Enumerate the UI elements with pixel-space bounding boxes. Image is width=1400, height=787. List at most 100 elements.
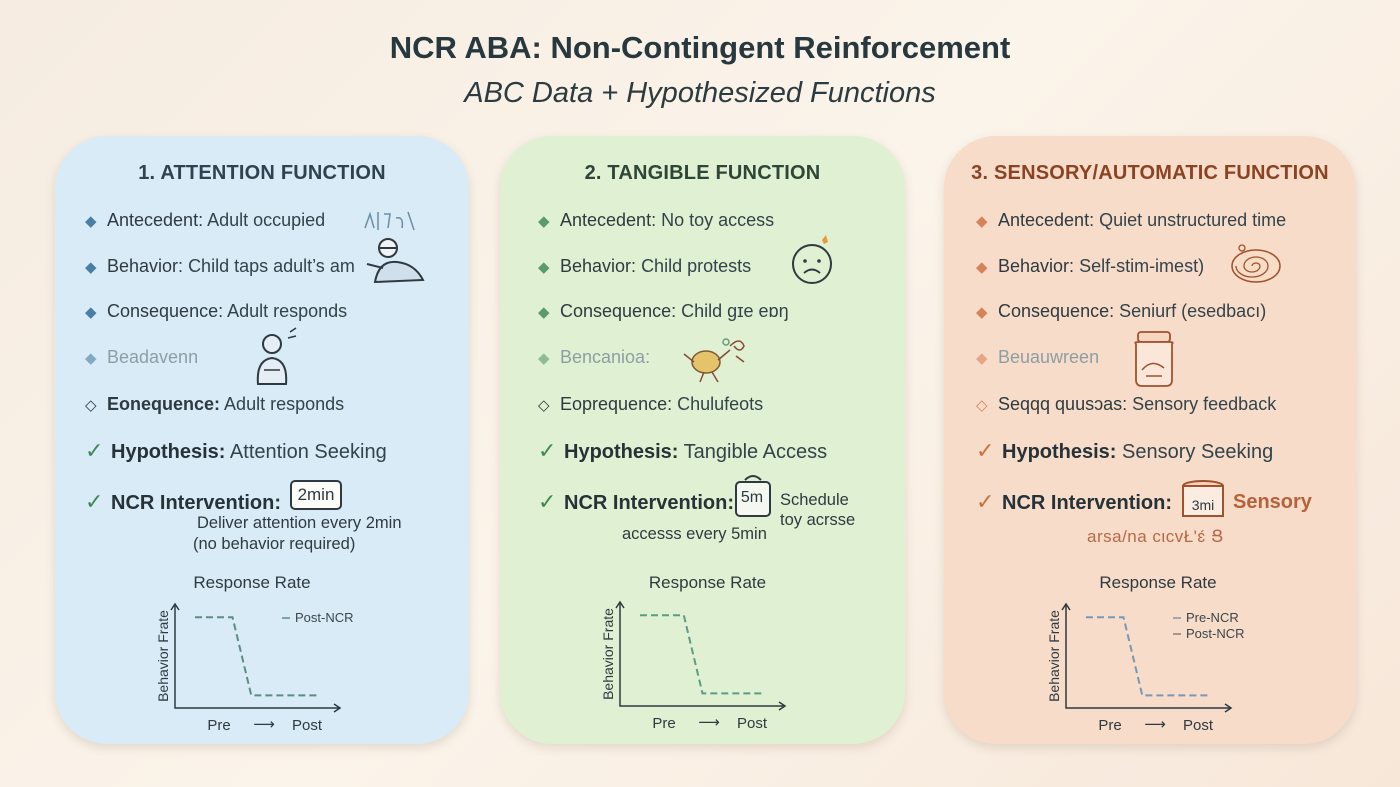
diamond-bullet-icon: ◆ — [538, 304, 550, 321]
repeat-consequence-row: ◇Eoprequence: Chulufeots — [538, 394, 764, 414]
antecedent-row: ◆Antecedent: Quiet unstructured time — [976, 210, 1287, 230]
x-axis-arrow — [333, 703, 342, 713]
sensory-function-card: 3. SENSORY/AUTOMATIC FUNCTION ◆Anteceden… — [944, 136, 1356, 744]
legend-entry: Post-NCR — [1186, 626, 1245, 641]
ncr-description-3: accesss every 5min — [622, 525, 767, 543]
repeat-consequence-row: ◇Seqqq quusɔas: Sensory feedback — [976, 394, 1277, 414]
repeat-consequence-row: ◇Eonequence: Adult responds — [85, 394, 345, 414]
sensory-label: Sensory — [1233, 491, 1312, 513]
faded-row: ◆Bencanioa: — [538, 347, 651, 367]
behavior-row: ◆Behavior: Child protests — [538, 256, 752, 276]
chart-title: Response Rate — [648, 573, 767, 592]
clipboard-icon — [364, 211, 415, 231]
diamond-bullet-icon: ◆ — [85, 304, 97, 321]
y-axis-label: Behavior Frate — [1046, 610, 1062, 702]
behavior-row: ◆Behavior: Child taps adult’s am — [85, 256, 355, 276]
x-axis-label-post: Post — [737, 715, 768, 732]
diamond-bullet-icon: ◆ — [85, 213, 97, 230]
drum-timer-icon — [1182, 480, 1224, 517]
diamond-bullet-icon: ◆ — [538, 259, 550, 276]
hollow-diamond-bullet-icon: ◇ — [538, 397, 550, 414]
x-axis-label-post: Post — [1183, 717, 1214, 734]
y-axis-arrow — [615, 600, 625, 609]
toy-scribble-icon — [683, 338, 745, 383]
x-axis-label-post: Post — [292, 717, 323, 734]
page-title: NCR ABA: Non-Contingent Reinforcement — [389, 30, 1011, 65]
hollow-diamond-bullet-icon: ◇ — [976, 397, 988, 414]
checkmark-icon: ✓ — [976, 489, 995, 514]
checkmark-icon: ✓ — [976, 438, 995, 463]
checkmark-icon: ✓ — [538, 438, 557, 463]
chart-axes — [1065, 604, 1231, 709]
swirl-icon — [1231, 244, 1281, 283]
diamond-bullet-icon: ◆ — [976, 350, 988, 367]
y-axis-label: Behavior Frate — [600, 608, 616, 700]
y-axis-label: Behavior Frate — [155, 610, 171, 702]
x-axis-arrow-label: ⟶ — [1144, 716, 1166, 733]
ncr-intervention-row: ✓NCR Intervention: — [976, 489, 1172, 514]
x-axis-arrow — [1224, 703, 1233, 713]
series-line — [640, 614, 765, 695]
consequence-row: ◆Consequence: Adult responds — [85, 301, 348, 321]
consequence-row: ◆Consequence: Child gɪe eɒŋ — [538, 301, 789, 321]
jar-icon — [1134, 331, 1174, 387]
hypothesis-row: ✓Hypothesis: Attention Seeking — [85, 438, 387, 463]
diamond-bullet-icon: ◆ — [976, 213, 988, 230]
antecedent-row: ◆Antecedent: Adult occupied — [85, 210, 326, 230]
chart-title: Response Rate — [193, 573, 311, 592]
checkmark-icon: ✓ — [85, 489, 104, 514]
chart-axes — [619, 602, 785, 707]
ncr-description-2: toy acrsse — [780, 511, 856, 529]
adult-at-desk-icon — [366, 238, 425, 284]
hypothesis-row: ✓Hypothesis: Sensory Seeking — [976, 438, 1274, 463]
timer-badge: 3mi — [1191, 497, 1215, 513]
diamond-bullet-icon: ◆ — [538, 350, 550, 367]
card-heading: 1. ATTENTION FUNCTION — [138, 162, 386, 184]
timer-badge: 5m — [740, 489, 764, 506]
ncr-intervention-row: ✓NCR Intervention: — [85, 489, 281, 514]
ncr-description: arsa/na cιcvŁ'ɛ́ Ց — [1087, 527, 1225, 546]
x-axis-label-pre: Pre — [1098, 717, 1121, 734]
ncr-intervention-row: ✓NCR Intervention: — [538, 489, 734, 514]
ncr-description-note: (no behavior required) — [193, 535, 356, 553]
checkmark-icon: ✓ — [538, 489, 557, 514]
antecedent-row: ◆Antecedent: No toy access — [538, 210, 775, 230]
ncr-description: Schedule — [780, 491, 849, 509]
legend-entry: Pre-NCR — [1186, 610, 1239, 625]
legend-entry: Post-NCR — [295, 610, 354, 625]
diamond-bullet-icon: ◆ — [85, 350, 97, 367]
x-axis-arrow — [778, 701, 787, 711]
card-heading: 3. SENSORY/AUTOMATIC FUNCTION — [971, 162, 1329, 184]
hollow-diamond-bullet-icon: ◇ — [85, 397, 97, 414]
tangible-function-card: 2. TANGIBLE FUNCTION ◆Antecedent: No toy… — [500, 136, 905, 744]
page-subtitle: ABC Data + Hypothesized Functions — [464, 77, 936, 109]
chart-title: Response Rate — [1099, 573, 1217, 592]
checkmark-icon: ✓ — [85, 438, 104, 463]
faded-row: ◆Beuauwreen — [976, 347, 1100, 367]
x-axis-label-pre: Pre — [652, 715, 675, 732]
faded-row: ◆Beadavenn — [85, 347, 199, 367]
sad-face-icon — [792, 235, 832, 284]
card-heading: 2. TANGIBLE FUNCTION — [584, 162, 821, 184]
x-axis-arrow-label: ⟶ — [253, 716, 275, 733]
series-line — [1086, 616, 1211, 697]
child-figure-icon — [256, 327, 297, 385]
behavior-row: ◆Behavior: Self-stim-imest) — [976, 256, 1205, 276]
attention-function-card: 1. ATTENTION FUNCTION ◆Antecedent: Adult… — [55, 136, 469, 744]
series-line — [195, 616, 320, 697]
timer-bag-icon — [735, 475, 771, 517]
hypothesis-row: ✓Hypothesis: Tangible Access — [538, 438, 828, 463]
y-axis-arrow — [1061, 602, 1071, 611]
y-axis-arrow — [170, 602, 180, 611]
ncr-description: Deliver attention every 2min — [197, 514, 402, 532]
consequence-row: ◆Consequence: Seniurf (esedbacı) — [976, 301, 1267, 321]
x-axis-arrow-label: ⟶ — [698, 714, 720, 731]
chart-axes — [174, 604, 340, 709]
diamond-bullet-icon: ◆ — [976, 304, 988, 321]
diamond-bullet-icon: ◆ — [85, 259, 97, 276]
x-axis-label-pre: Pre — [207, 717, 230, 734]
diamond-bullet-icon: ◆ — [976, 259, 988, 276]
